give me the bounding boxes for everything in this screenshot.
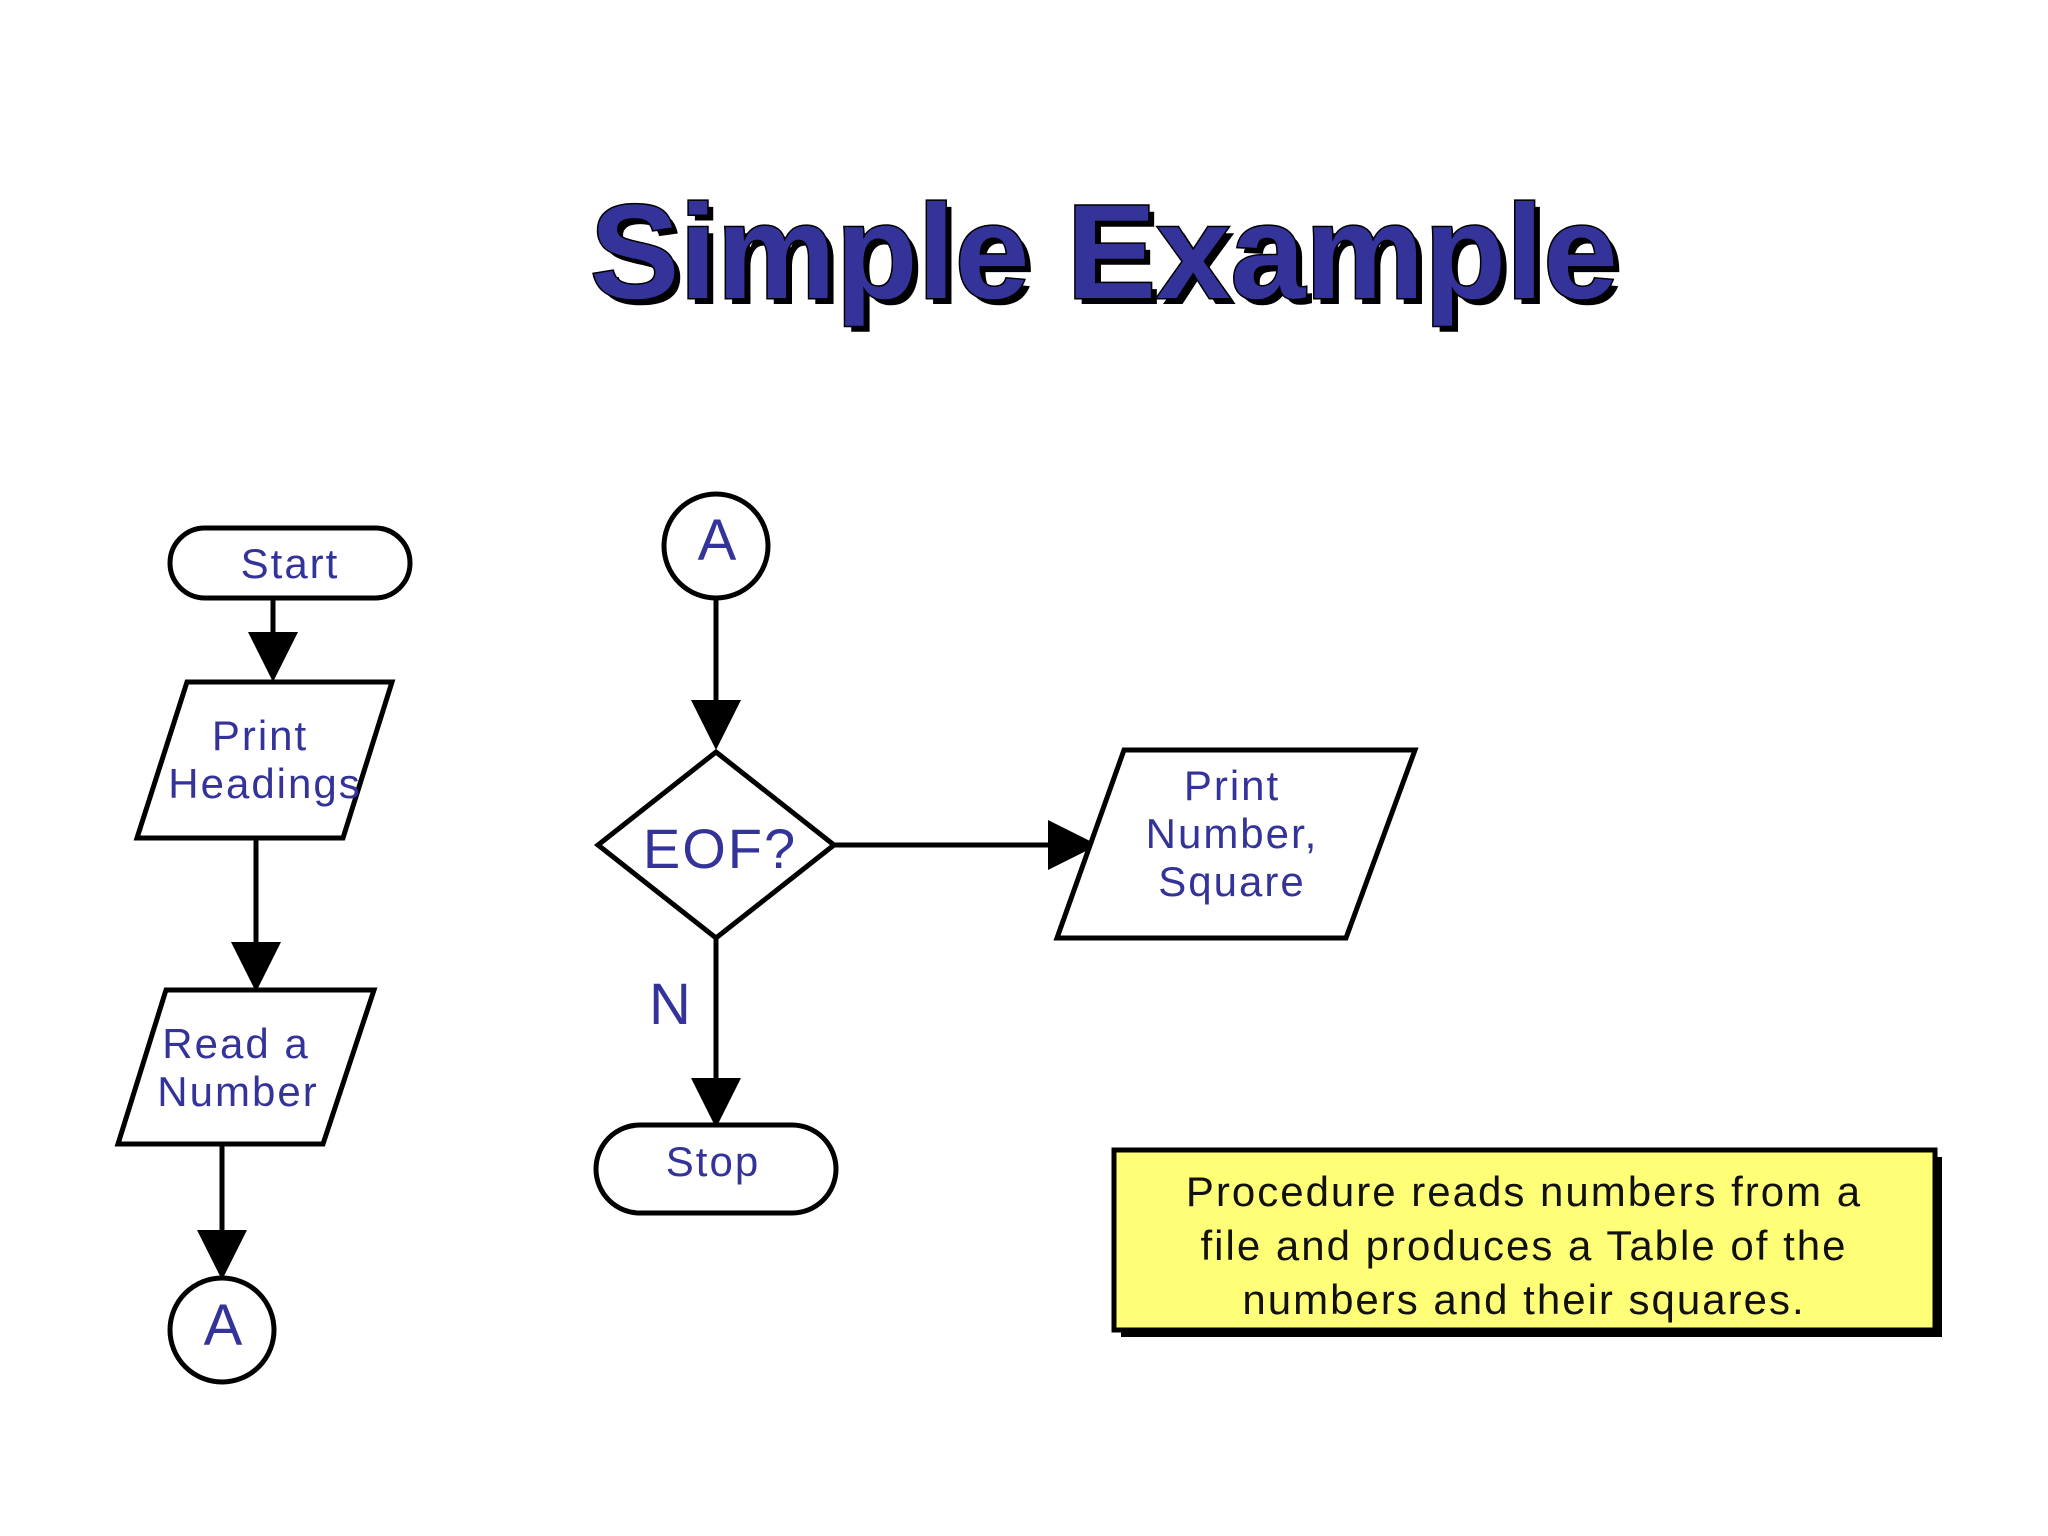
description-note: Procedure reads numbers from a file and … <box>1111 1147 1942 1337</box>
print-number-square-io: Print Number, Square <box>1053 747 1419 941</box>
connector-a-left-shape <box>167 1275 277 1385</box>
connector-a-top-shape <box>661 491 771 601</box>
connector-a-top: A <box>661 491 771 601</box>
start-label: Start <box>241 540 340 587</box>
print-headings-label-line-2: Headings <box>168 760 361 807</box>
read-number-label-line-1: Read a <box>162 1020 309 1067</box>
print-headings-shape <box>133 679 396 841</box>
note-line-1: Procedure reads numbers from a <box>1186 1168 1862 1215</box>
edges <box>197 598 1098 1280</box>
print-number-square-shape <box>1053 747 1419 941</box>
connector-a-top-label: A <box>698 508 737 573</box>
eof-decision-label: EOF? <box>643 817 797 880</box>
print-number-square-label-line-2: Number, <box>1146 810 1319 857</box>
connector-a-left-label: A <box>204 1293 243 1358</box>
no-branch-label: N <box>649 972 691 1037</box>
print-number-square-label-line-3: Square <box>1158 858 1305 905</box>
start-terminator: Start <box>167 525 413 601</box>
page-title: Simple Example Simple Example <box>589 177 1624 334</box>
stop-label: Stop <box>666 1138 760 1185</box>
svg-text:Simple Example: Simple Example <box>596 184 1624 333</box>
note-box <box>1111 1147 1938 1333</box>
stop-terminator: Stop <box>593 1122 839 1216</box>
svg-text:Simple Example: Simple Example <box>590 178 1618 327</box>
read-number-shape <box>114 987 378 1147</box>
eof-decision: EOF? <box>593 748 839 942</box>
connector-a-left: A <box>167 1275 277 1385</box>
start-shape <box>167 525 413 601</box>
note-line-3: numbers and their squares. <box>1242 1276 1805 1323</box>
print-headings-label-line-1: Print <box>212 712 308 759</box>
print-number-square-label-line-1: Print <box>1184 762 1280 809</box>
read-number-label-line-2: Number <box>157 1068 318 1115</box>
stop-shape <box>593 1122 839 1216</box>
eof-decision-shape <box>593 748 839 942</box>
read-number-io: Read a Number <box>114 987 378 1147</box>
note-line-2: file and produces a Table of the <box>1201 1222 1848 1269</box>
print-headings-io: Print Headings <box>133 679 396 841</box>
